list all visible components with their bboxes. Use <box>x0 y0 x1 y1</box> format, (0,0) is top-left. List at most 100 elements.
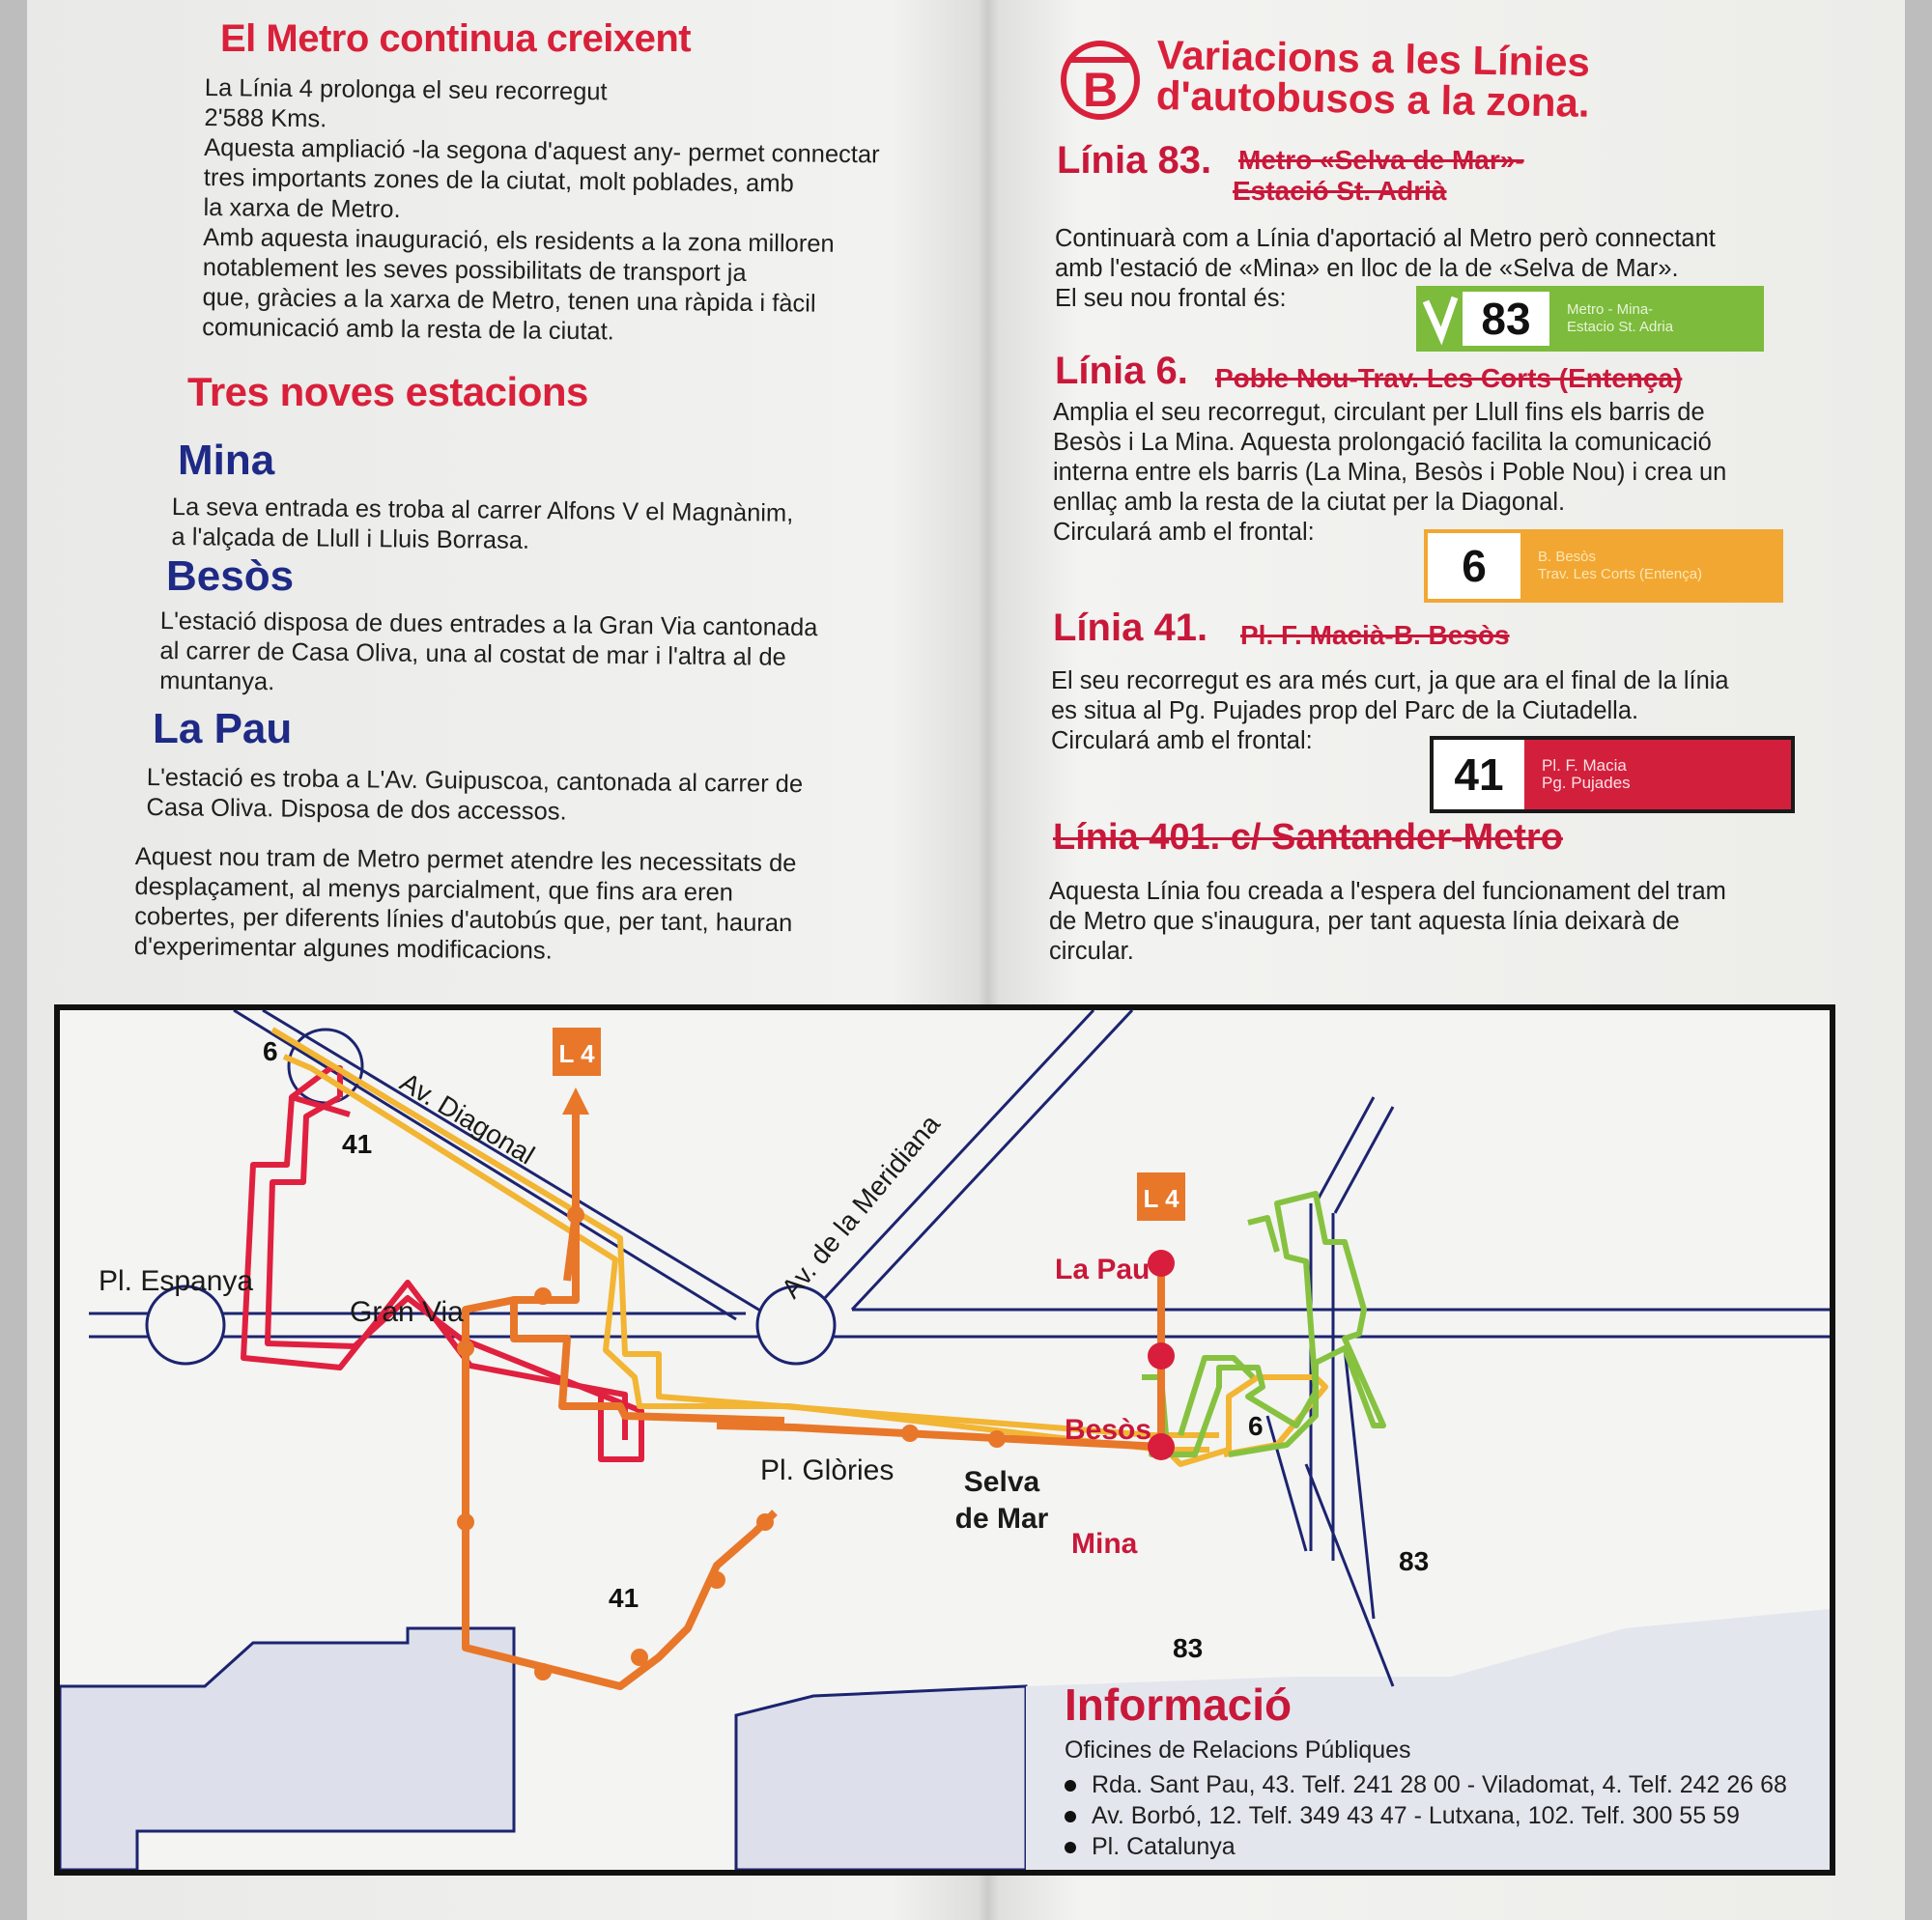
linia-41-heading: Línia 41. <box>1053 607 1208 649</box>
station-mina-dot <box>1148 1433 1175 1460</box>
station-lapau-dot <box>1148 1250 1175 1277</box>
info-title: Informació <box>1065 1680 1293 1730</box>
side-street <box>1314 1096 1376 1204</box>
metro-stops <box>457 1206 1006 1680</box>
route-41-number: 41 <box>609 1583 639 1613</box>
left-title: El Metro continua creixent <box>220 17 692 60</box>
linia-83-heading: Línia 83. <box>1057 139 1212 182</box>
route-map: L 4 L 4 Av. Diagonal Av. de la Meridiana… <box>54 1004 1835 1876</box>
text-line: Circulará amb el frontal: <box>1053 519 1315 546</box>
sea-area <box>734 1684 1028 1870</box>
l4-badge <box>553 1028 601 1076</box>
linia-401-heading: Línia 401. c/ Santander-Metro <box>1053 817 1563 858</box>
side-street <box>1343 1347 1376 1620</box>
linia-41-route-sign: 41 Pl. F. Macia Pg. Pujades <box>1430 736 1795 813</box>
sign-destination: Metro - Mina- Estacio St. Adria <box>1549 301 1673 336</box>
info-item: Rda. Sant Pau, 43. Telf. 241 28 00 - Vil… <box>1065 1769 1828 1800</box>
l4-badge-label: L 4 <box>1143 1184 1179 1213</box>
bus-83-direct-arrow-icon <box>1416 286 1463 352</box>
metro-stop <box>567 1206 584 1224</box>
bullet-icon <box>1065 1842 1076 1854</box>
sign-number: 6 <box>1428 533 1520 599</box>
pl-glories-roundabout <box>755 1285 837 1366</box>
route-41-number: 41 <box>342 1129 372 1159</box>
sea-area <box>1026 1609 1830 1870</box>
metro-stop <box>708 1571 725 1589</box>
linia-6-old-route: Poble Nou-Trav. Les Corts (Entença) <box>1215 363 1683 393</box>
glories-label: Pl. Glòries <box>760 1454 894 1486</box>
route-6-number: 6 <box>1248 1411 1264 1441</box>
sign-dest-line: Pl. F. Macia <box>1542 756 1627 775</box>
meridiana-street <box>850 1010 1134 1312</box>
bus-41-route <box>241 1065 644 1462</box>
station-title-mina: Mina <box>178 437 275 484</box>
route-map-drawing: L 4 L 4 Av. Diagonal Av. de la Meridiana… <box>60 1010 1830 1870</box>
text-line: enllaç amb la resta de la ciutat per la … <box>1053 489 1566 516</box>
right-title-line: d'autobusos a la zona. <box>1155 71 1590 126</box>
sign-dest-line: Estacio St. Adria <box>1567 319 1674 335</box>
station-title-besos: Besòs <box>166 552 295 600</box>
sign-number: 83 <box>1463 292 1549 346</box>
sign-dest-line: Pg. Pujades <box>1542 774 1631 792</box>
meridiana-label: Av. de la Meridiana <box>776 1109 946 1304</box>
info-item: Pl. Catalunya <box>1065 1831 1828 1862</box>
text-line: Amplia el seu recorregut, circulant per … <box>1053 399 1705 426</box>
metro-stop <box>901 1425 919 1442</box>
station-besos-dot <box>1148 1342 1175 1369</box>
logo-letter: B <box>1083 63 1118 117</box>
metro-l4-line <box>462 1107 1165 1690</box>
metro-stop <box>457 1340 474 1357</box>
linia-401-text: Aquesta Línia fou creada a l'espera del … <box>1049 877 1851 967</box>
selva-label-1: Selva <box>964 1466 1040 1498</box>
metro-stop <box>756 1513 774 1531</box>
tmb-bus-logo-icon: B <box>1061 41 1140 120</box>
route-6-number: 6 <box>263 1036 278 1066</box>
right-title: Variacions a les Línies d'autobusos a la… <box>1155 32 1591 126</box>
stations-title: Tres noves estacions <box>187 369 588 414</box>
text-line: Continuarà com a Línia d'aportació al Me… <box>1055 225 1716 252</box>
metro-stop <box>631 1649 648 1666</box>
sign-dest-line: Trav. Les Corts (Entença) <box>1538 566 1703 582</box>
bus-83-route-line <box>1247 1215 1280 1253</box>
linia-6-heading: Línia 6. <box>1055 350 1188 392</box>
text-line: interna entre els barris (La Mina, Besòs… <box>1053 459 1727 486</box>
text-line: Aquesta Línia fou creada a l'espera del … <box>1049 878 1726 905</box>
diagonal-street <box>233 1010 737 1321</box>
sign-destination: B. Besòs Trav. Les Corts (Entença) <box>1520 549 1702 583</box>
sign-dest-line: B. Besòs <box>1538 549 1597 565</box>
linia-41-old-route: Pl. F. Macià-B. Besòs <box>1240 620 1510 650</box>
route-83-number: 83 <box>1173 1633 1203 1663</box>
diagonal-street <box>262 1010 776 1321</box>
bus-41-route-line <box>241 1094 628 1440</box>
metro-stop <box>988 1430 1006 1448</box>
text-line: es situa al Pg. Pujades prop del Parc de… <box>1051 697 1639 724</box>
info-item: Av. Borbó, 12. Telf. 349 43 47 - Lutxana… <box>1065 1800 1828 1831</box>
l4-badge <box>1137 1172 1185 1221</box>
granvia-label: Gran Via <box>350 1296 464 1328</box>
linia-6-text: Amplia el seu recorregut, circulant per … <box>1053 398 1845 548</box>
text-line: amb l'estació de «Mina» en lloc de la de… <box>1055 255 1679 282</box>
mina-label: Mina <box>1071 1528 1138 1560</box>
side-street <box>1333 1106 1395 1214</box>
closing-paragraph: Aquest nou tram de Metro permet atendre … <box>134 842 966 971</box>
station-text-mina: La seva entrada es troba al carrer Alfon… <box>171 493 964 561</box>
metro-stop <box>457 1513 474 1531</box>
station-text-lapau: L'estació es troba a L'Av. Guipuscoa, ca… <box>146 763 958 832</box>
info-item-text: Av. Borbó, 12. Telf. 349 43 47 - Lutxana… <box>1092 1802 1740 1829</box>
station-title-lapau: La Pau <box>153 705 293 752</box>
sign-number: 41 <box>1434 740 1524 809</box>
besos-label: Besòs <box>1065 1414 1151 1446</box>
bus-83-route-line <box>1178 1355 1256 1436</box>
intro-paragraph: La Línia 4 prolonga el seu recorregut 2'… <box>202 73 978 351</box>
old-route-line: Metro «Selva de Mar»- <box>1238 145 1524 175</box>
sign-dest-line: Metro - Mina- <box>1567 301 1654 318</box>
info-block: Informació Oficines de Relacions Públiqu… <box>1065 1679 1828 1862</box>
text-line: El seu nou frontal és: <box>1055 285 1287 312</box>
info-item-text: Pl. Catalunya <box>1092 1833 1236 1860</box>
meridiana-street <box>821 1010 1095 1302</box>
station-text-besos: L'estació disposa de dues entrades a la … <box>159 607 962 705</box>
pl-espanya-roundabout <box>145 1285 226 1366</box>
metro-stop <box>534 1663 552 1680</box>
sign-destination: Pl. F. Macia Pg. Pujades <box>1524 757 1631 792</box>
metro-l4-track <box>563 1212 580 1282</box>
